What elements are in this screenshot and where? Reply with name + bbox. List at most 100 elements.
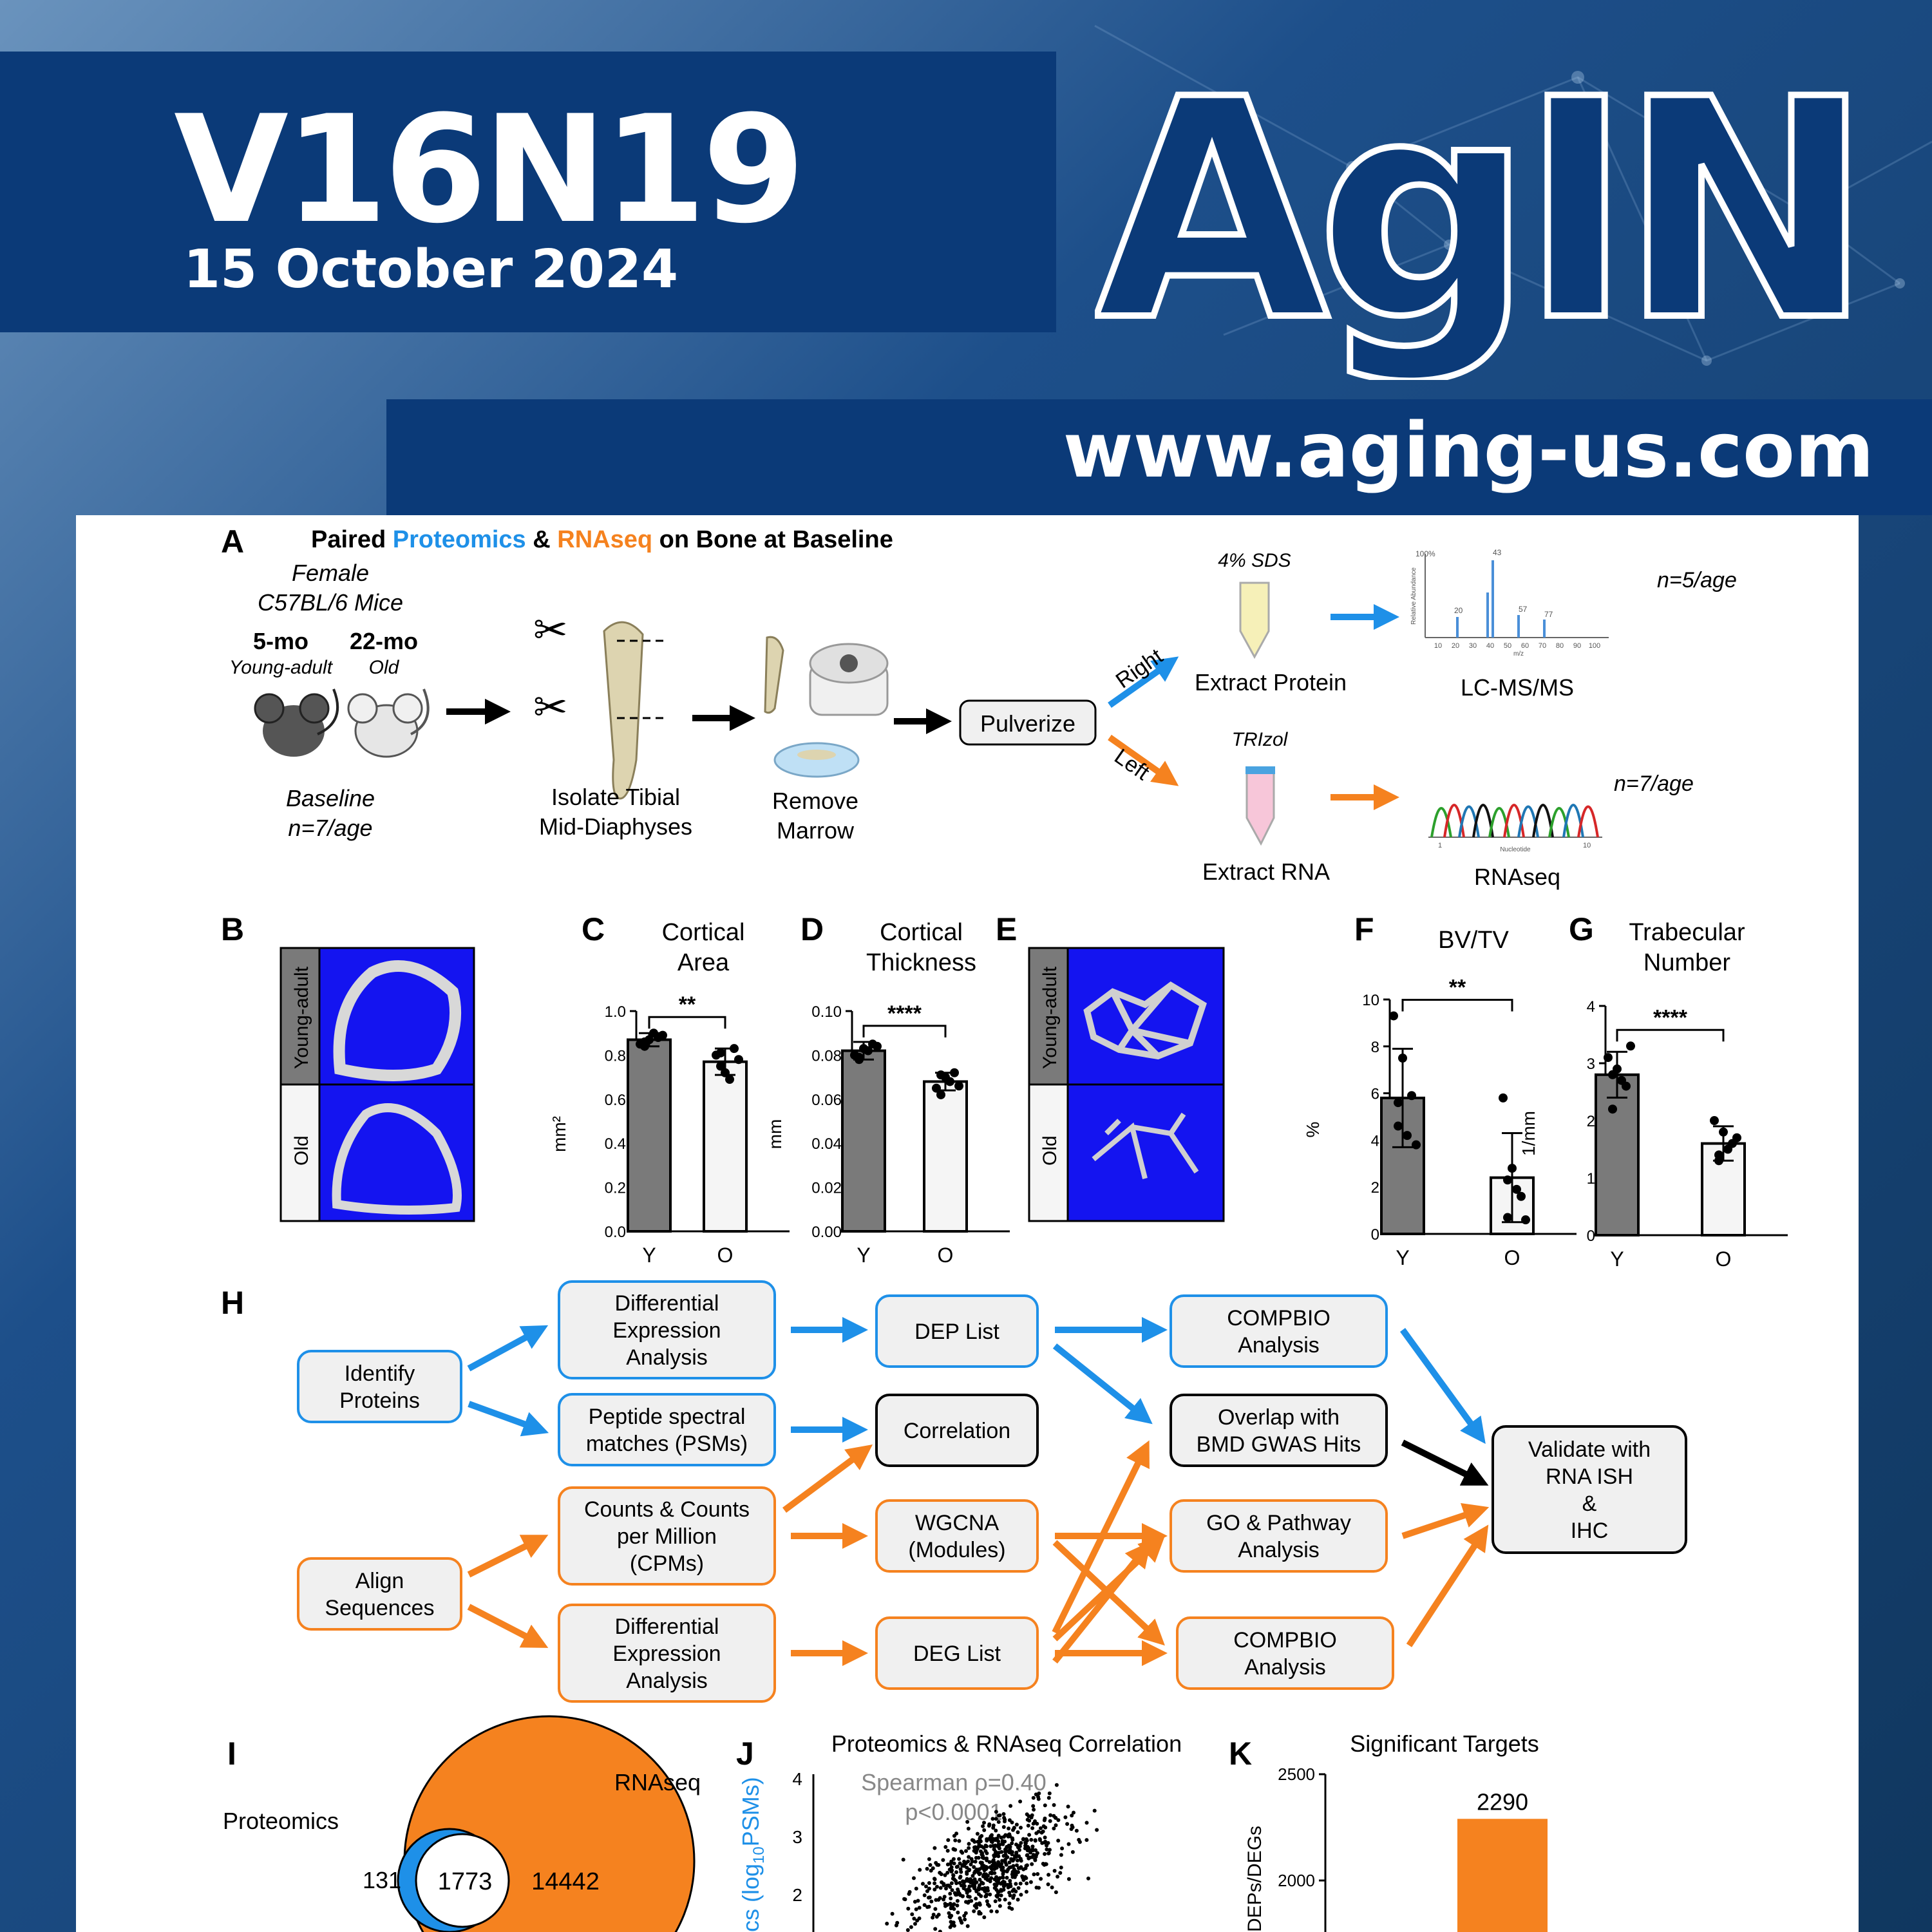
- chart-title-line: Trabecular: [1629, 919, 1745, 946]
- panel-e-old: Old: [1039, 1135, 1061, 1166]
- scatter-point: [1002, 1880, 1007, 1884]
- ms-peak-20: 20: [1454, 606, 1463, 615]
- scatter-point: [933, 1881, 937, 1886]
- svg-text:40: 40: [1486, 642, 1494, 650]
- scatter-point: [949, 1920, 953, 1924]
- scatter-point: [955, 1899, 960, 1903]
- pulverize-box: [959, 699, 1097, 746]
- scatter-point: [998, 1904, 1002, 1908]
- panel-a-letter: A: [221, 524, 244, 560]
- scatter-point: [1015, 1863, 1019, 1868]
- scatter-point: [965, 1866, 969, 1870]
- flow-arrow: [1052, 1541, 1151, 1664]
- scatter-point: [994, 1837, 998, 1841]
- y-tick-label: 10: [1362, 992, 1379, 1009]
- young-cortical-ring: [333, 960, 462, 1081]
- data-point: [1521, 1215, 1530, 1225]
- remove-label-2: Marrow: [777, 817, 855, 844]
- scatter-point: [965, 1924, 970, 1928]
- scatter-point: [1050, 1885, 1054, 1889]
- scatter-point: [913, 1900, 917, 1904]
- scatter-point: [928, 1863, 933, 1867]
- scatter-point: [1003, 1897, 1007, 1902]
- scatter-point: [1019, 1893, 1023, 1897]
- scatter-point: [1063, 1815, 1068, 1819]
- data-point: [1403, 1131, 1412, 1141]
- scatter-point: [980, 1855, 985, 1860]
- centrifuge-icon: [809, 643, 889, 716]
- scatter-point: [997, 1846, 1001, 1851]
- data-point: [936, 1070, 945, 1080]
- flow-box-frame: [875, 1499, 1039, 1573]
- scatter-point: [953, 1838, 958, 1842]
- trizol-label: TRIzol: [1232, 729, 1289, 750]
- panel-i: I Proteomics RNAseq 131 1773 14442: [223, 1715, 701, 1932]
- scatter-point: [1010, 1836, 1014, 1841]
- scatter-point: [1003, 1817, 1007, 1822]
- y-axis-label: %: [1303, 1122, 1323, 1138]
- scatter-point: [1008, 1882, 1012, 1886]
- scatter-point: [993, 1899, 998, 1904]
- scatter-point: [1070, 1823, 1074, 1828]
- scatter-point: [1065, 1822, 1070, 1826]
- arrow-left-rna: [1108, 734, 1179, 786]
- significance-stars: ****: [887, 1001, 922, 1026]
- flow-box-label: GO & Pathway: [1206, 1511, 1351, 1535]
- bar-Y: [627, 1038, 672, 1233]
- scatter-point: [1052, 1803, 1056, 1807]
- scatter-point: [1054, 1890, 1058, 1895]
- scatter-point: [950, 1888, 954, 1892]
- flow-box-label: DEP List: [914, 1320, 999, 1344]
- y-tick-label: 1: [1587, 1170, 1595, 1188]
- scatter-point: [1003, 1850, 1008, 1854]
- panel-e-young: Young-adult: [1039, 966, 1061, 1069]
- scatter-point: [1016, 1897, 1020, 1902]
- scatter-point: [972, 1877, 977, 1882]
- svg-text:50: 50: [1504, 642, 1511, 650]
- scatter-point: [969, 1857, 974, 1861]
- scatter-point: [972, 1865, 976, 1870]
- scatter-point: [1014, 1882, 1018, 1886]
- panel-k-ylabel: DEPs/DEGs: [1244, 1826, 1265, 1932]
- y-tick-label: 0: [1587, 1227, 1595, 1245]
- scatter-point: [1066, 1842, 1071, 1846]
- journal-url[interactable]: www.aging-us.com: [1063, 406, 1874, 495]
- scatter-point: [992, 1861, 997, 1865]
- scatter-point: [1026, 1823, 1030, 1828]
- scatter-point: [952, 1861, 956, 1866]
- chart-title-line: Cortical: [662, 919, 745, 946]
- scatter-point: [952, 1902, 956, 1906]
- scatter-point: [976, 1870, 981, 1875]
- flow-box-label: Counts & Counts: [584, 1497, 750, 1522]
- scatter-point: [967, 1884, 972, 1889]
- panel-j-title: Proteomics & RNAseq Correlation: [831, 1730, 1182, 1757]
- scatter-point: [959, 1870, 963, 1874]
- scatter-point: [1043, 1862, 1048, 1866]
- scatter-point: [991, 1826, 996, 1830]
- y-tick-label: 2: [1587, 1113, 1595, 1130]
- svg-text:90: 90: [1573, 642, 1581, 650]
- scatter-point: [1046, 1851, 1051, 1855]
- scatter-point: [945, 1902, 950, 1907]
- flow-box-frame: [297, 1557, 462, 1631]
- scatter-point: [996, 1879, 999, 1884]
- chart-title-line: Area: [677, 949, 730, 976]
- y-tick-label: 0.4: [605, 1135, 626, 1153]
- scatter-point: [953, 1848, 958, 1852]
- scatter-point: [1077, 1837, 1081, 1842]
- flow-arrow: [467, 1535, 549, 1578]
- scatter-point: [978, 1861, 983, 1865]
- flow-arrow: [782, 1444, 873, 1513]
- scatter-point: [948, 1902, 952, 1906]
- scatter-point: [905, 1928, 910, 1932]
- scatter-point: [974, 1880, 979, 1884]
- scatter-point: [958, 1916, 962, 1920]
- flow-box-label: Differential: [615, 1291, 719, 1316]
- panel-j-letter: J: [736, 1736, 754, 1772]
- flow-box-label: Analysis: [1238, 1333, 1320, 1358]
- scatter-point: [951, 1873, 956, 1878]
- scatter-point: [989, 1838, 993, 1842]
- scatter-point: [982, 1915, 987, 1920]
